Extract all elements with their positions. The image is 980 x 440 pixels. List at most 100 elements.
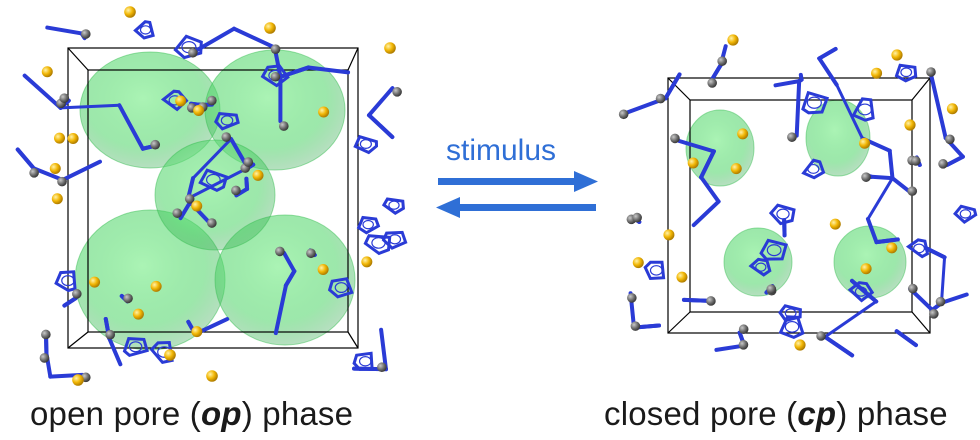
forward-arrow — [438, 171, 598, 192]
ring-aromatic — [807, 163, 820, 174]
metal-atom — [361, 256, 373, 268]
ring-aromatic — [334, 282, 348, 293]
carbon-atom — [80, 29, 91, 39]
carbon-atom — [908, 283, 918, 294]
bond — [45, 25, 84, 36]
metal-atom — [41, 66, 53, 78]
metal-atom — [904, 119, 916, 131]
carbon-atom — [392, 87, 402, 97]
ring-aromatic — [359, 139, 372, 150]
bond — [894, 329, 918, 348]
carbon-atom — [627, 293, 637, 303]
ring-aromatic — [139, 25, 152, 35]
carbon-atom — [279, 121, 289, 131]
metal-atom — [727, 34, 739, 46]
ring-aromatic — [784, 308, 797, 318]
bond — [22, 73, 63, 110]
carbon-atom — [57, 176, 67, 187]
ring-aromatic — [388, 200, 400, 210]
imidazole-ring — [122, 337, 149, 358]
closed-pore-caption-prefix: closed pore ( — [604, 395, 798, 432]
bond — [62, 296, 78, 308]
open-pore-framework — [15, 6, 408, 386]
carbon-atom — [907, 186, 918, 196]
bond — [306, 65, 351, 75]
imidazole-ring — [847, 281, 875, 303]
ring-aromatic — [857, 103, 873, 116]
metal-atom — [164, 349, 176, 361]
metal-atom — [871, 67, 883, 79]
ring-aromatic — [900, 67, 913, 78]
carbon-atom — [231, 185, 241, 196]
carbon-atom — [39, 353, 50, 363]
imidazole-ring — [905, 238, 930, 259]
bond — [60, 159, 102, 182]
imidazole-ring — [953, 204, 978, 224]
open-pore-caption-prefix: open pore ( — [30, 395, 201, 432]
metal-atom — [829, 218, 841, 230]
imidazole-ring — [54, 270, 77, 293]
bond — [281, 250, 297, 274]
ring-aromatic — [784, 320, 800, 333]
carbon-atom — [306, 248, 316, 259]
metal-atom — [150, 280, 162, 292]
carbon-atom — [717, 56, 727, 66]
carbon-atom — [926, 67, 936, 77]
imidazole-ring — [381, 230, 408, 250]
bond — [798, 72, 804, 82]
bond — [939, 255, 947, 305]
metal-atom — [886, 242, 898, 254]
open-pore-green-volume — [74, 49, 356, 351]
ring-aromatic — [128, 341, 143, 353]
carbon-atom — [630, 321, 641, 331]
metal-atom — [632, 257, 644, 269]
carbon-atom — [184, 194, 195, 204]
closed-pore-caption: closed pore (cp) phase — [604, 395, 948, 433]
bond — [945, 154, 965, 167]
carbon-atom — [816, 331, 826, 341]
carbon-atom — [207, 95, 217, 106]
metal-atom — [676, 271, 688, 283]
bond — [865, 216, 879, 245]
bond — [663, 72, 682, 101]
metal-atom — [264, 22, 276, 34]
imidazole-ring — [356, 215, 381, 235]
pore-volume — [214, 214, 356, 346]
metal-atom — [132, 308, 144, 320]
bond — [823, 299, 878, 339]
imidazole-ring — [198, 168, 229, 192]
ring-aromatic — [220, 115, 234, 126]
bond — [117, 103, 145, 151]
imidazole-ring — [748, 257, 772, 277]
ring-aromatic — [755, 262, 767, 272]
open-pore-unit-cell — [67, 47, 359, 349]
closed-pore-caption-suffix: ) phase — [836, 395, 948, 432]
carbon-atom — [105, 329, 116, 340]
metal-atom — [794, 339, 806, 351]
imidazole-ring — [327, 277, 354, 299]
ring-aromatic — [806, 96, 822, 109]
imidazole-ring — [149, 340, 174, 365]
carbon-atom — [41, 329, 51, 340]
ring-aromatic — [362, 219, 374, 230]
imidazole-ring — [352, 351, 374, 371]
open-pore-caption-suffix: ) phase — [241, 395, 354, 432]
imidazole-ring — [381, 197, 405, 215]
carbon-atom — [270, 44, 281, 54]
imidazole-ring — [894, 63, 918, 83]
metal-atom — [175, 95, 187, 107]
metal-atom — [191, 326, 203, 338]
metal-atom — [737, 128, 749, 140]
bond — [191, 137, 233, 180]
open-pore-caption: open pore (op) phase — [30, 395, 353, 433]
ring-aromatic — [649, 265, 663, 276]
bond — [59, 103, 121, 110]
carbon-atom — [787, 132, 797, 142]
metal-atom — [859, 137, 871, 149]
carbon-atom — [172, 208, 183, 218]
bond — [367, 86, 395, 118]
ring-aromatic — [206, 173, 221, 186]
bond — [676, 138, 716, 154]
metal-atom — [317, 263, 329, 275]
stimulus-label: stimulus — [446, 134, 557, 167]
